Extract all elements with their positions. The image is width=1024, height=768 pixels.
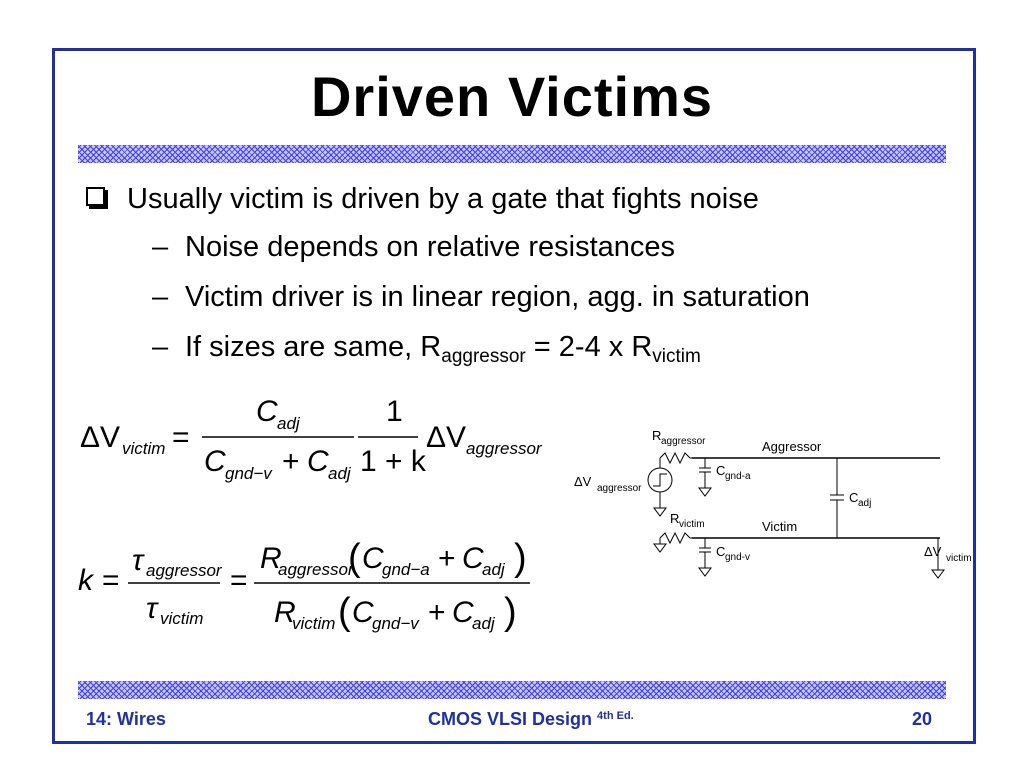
bullet-text: Usually victim is driven by a gate that … xyxy=(127,183,759,215)
sub-bullet-2: –Victim driver is in linear region, agg.… xyxy=(152,279,810,315)
slide-title: Driven Victims xyxy=(310,65,714,128)
victim-resistor-icon xyxy=(659,531,692,545)
subscript: aggressor xyxy=(441,346,526,367)
r-victim-label: R xyxy=(670,511,679,526)
edition: 4th Ed. xyxy=(597,710,634,722)
c-sub-adj: adj xyxy=(472,614,496,633)
r-aggressor-sub: aggressor xyxy=(661,436,706,447)
sub-bullet-text: Victim driver is in linear region, agg. … xyxy=(185,281,810,313)
tau-sub-aggressor: aggressor xyxy=(146,561,223,580)
numerator-sub: adj xyxy=(277,414,301,433)
c-gnd-v-sub: gnd-v xyxy=(725,552,750,563)
coupled-wires-schematic: R aggressor Aggressor C gnd-a ΔV aggress… xyxy=(574,428,972,579)
rhs-subscript: aggressor xyxy=(466,439,543,458)
denominator-sub1: gnd−v xyxy=(225,464,273,483)
tau-victim: τ xyxy=(146,592,159,625)
c-gnd-v: C xyxy=(352,596,374,629)
tau-aggressor: τ xyxy=(132,544,145,577)
equals-sign: = xyxy=(102,564,120,597)
bullet-main: Usually victim is driven by a gate that … xyxy=(86,181,759,217)
r-aggressor: R xyxy=(260,542,282,575)
c-adj-sub: adj xyxy=(858,498,871,509)
victim-label: Victim xyxy=(762,519,797,534)
c-gnd-v-label: C xyxy=(716,544,725,559)
denominator-sub2: adj xyxy=(328,464,352,483)
k-equation: k = τ aggressor τ victim = R aggressor (… xyxy=(78,537,530,633)
dash-icon: – xyxy=(152,231,169,263)
coupling-equation: ΔV victim = C adj C gnd−v + C adj 1 1 + … xyxy=(80,395,543,483)
denominator-c1: C xyxy=(204,445,226,478)
denominator-c2: C xyxy=(307,445,329,478)
footer-section: 14: Wires xyxy=(86,709,166,729)
checkbox-bullet-icon xyxy=(86,187,105,206)
paren-close: ) xyxy=(514,537,527,579)
c-sub-adj: adj xyxy=(482,560,506,579)
c-gnd-a-sub: gnd-a xyxy=(725,471,751,482)
ground-icon xyxy=(698,567,712,577)
c-sub-gnd-a: gnd−a xyxy=(382,560,430,579)
ground-icon xyxy=(931,569,945,579)
paren-close: ) xyxy=(504,591,517,633)
footer-course: CMOS VLSI Design 4th Ed. xyxy=(428,709,634,730)
tau-sub-victim: victim xyxy=(160,609,203,628)
title-divider xyxy=(78,145,946,163)
paren-open: ( xyxy=(348,537,361,579)
sub-bullet-text: Noise depends on relative resistances xyxy=(185,231,676,263)
dv-victim-label: ΔV xyxy=(924,544,942,559)
sub-bullet-3: –If sizes are same, Raggressor = 2-4 x R… xyxy=(152,329,701,367)
rhs-delta-v: ΔV xyxy=(426,421,466,454)
sub-bullet-text: = 2-4 x R xyxy=(525,331,653,363)
plus-sign: + xyxy=(438,542,456,575)
equals-sign-2: = xyxy=(230,564,248,597)
ground-icon xyxy=(653,543,667,553)
dash-icon: – xyxy=(152,281,169,313)
subscript: victim xyxy=(652,346,701,367)
lhs-subscript: victim xyxy=(122,439,165,458)
paren-open: ( xyxy=(338,591,351,633)
c-adj: C xyxy=(452,596,474,629)
plus-sign: + xyxy=(282,445,300,478)
footer-divider xyxy=(78,681,946,699)
lhs-delta-v: ΔV xyxy=(80,421,120,454)
k-symbol: k xyxy=(78,564,95,597)
slide-frame xyxy=(52,48,976,744)
c-adj-label: C xyxy=(849,490,858,505)
aggressor-label: Aggressor xyxy=(762,439,822,454)
c-gnd-a: C xyxy=(362,542,384,575)
plus-sign: + xyxy=(428,596,446,629)
r-victim-sub: victim xyxy=(679,519,705,530)
r-sub-aggressor: aggressor xyxy=(278,560,355,579)
denominator-one-plus-k: 1 + k xyxy=(360,445,427,478)
sub-bullet-text: If sizes are same, R xyxy=(185,331,442,363)
c-adj: C xyxy=(462,542,484,575)
c-sub-gnd-v: gnd−v xyxy=(372,614,420,633)
ground-icon xyxy=(698,487,712,497)
dv-aggressor-sub: aggressor xyxy=(597,483,642,494)
aggressor-resistor-icon xyxy=(659,451,692,465)
course-title: CMOS VLSI Design xyxy=(428,709,593,729)
ground-icon xyxy=(653,507,667,517)
numerator-c: C xyxy=(256,395,278,428)
dv-aggressor-label: ΔV xyxy=(574,474,592,489)
dash-icon: – xyxy=(152,331,169,363)
sub-bullet-1: –Noise depends on relative resistances xyxy=(152,229,675,265)
r-victim: R xyxy=(274,596,296,629)
r-sub-victim: victim xyxy=(292,614,335,633)
c-gnd-a-label: C xyxy=(716,463,725,478)
r-aggressor-label: R xyxy=(652,428,661,443)
page-number: 20 xyxy=(912,709,933,729)
dv-victim-sub: victim xyxy=(946,553,972,564)
numerator-one: 1 xyxy=(386,395,403,428)
equals-sign: = xyxy=(172,421,190,454)
